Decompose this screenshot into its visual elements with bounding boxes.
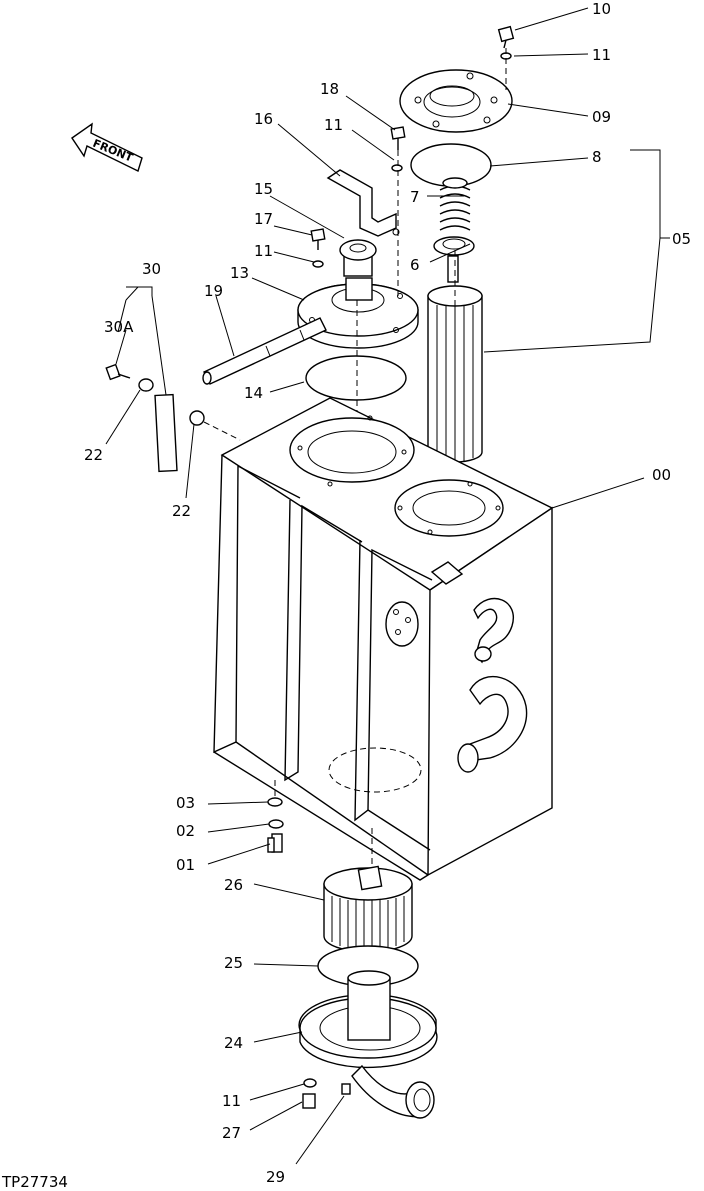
callout-09: 09 [592,108,611,126]
front-arrow: FRONT [71,122,143,172]
tank-00 [213,397,554,881]
washer-22-left [138,378,154,392]
callout-19: 19 [204,282,223,300]
callout-22: 22 [84,446,103,464]
washer-02 [268,819,284,829]
callout-01: 01 [176,856,195,874]
cap-15 [339,239,377,301]
callout-11: 11 [324,116,343,134]
bracket-16 [326,169,400,237]
bolt-10 [497,25,515,49]
cover-13 [297,283,419,349]
washer-03 [267,797,283,807]
callout-05: 05 [672,230,691,248]
axis-line [203,421,241,441]
callout-24: 24 [224,1034,243,1052]
spring-7 [439,177,471,231]
strainer-26 [323,865,413,953]
callout-03: 03 [176,794,195,812]
figure-id: TP27734 [1,1173,68,1191]
callout-22: 22 [172,502,191,520]
callout-30a: 30A [104,318,134,336]
callout-14: 14 [244,384,263,402]
callout-00: 00 [652,466,671,484]
gasket-14 [305,355,407,401]
callout-13: 13 [230,264,249,282]
callout-25: 25 [224,954,243,972]
callout-8: 8 [592,148,602,166]
bolt-17 [310,228,326,250]
callout-18: 18 [320,80,339,98]
washer-22-right [189,410,205,426]
bolt-30a [105,363,131,381]
callout-29: 29 [266,1168,285,1186]
callout-15: 15 [254,180,273,198]
plug-29 [341,1083,351,1095]
callout-7: 7 [410,188,420,206]
seal-6 [433,236,475,283]
bolt-01 [267,833,283,853]
washer-11-bottom [303,1078,317,1088]
callout-6: 6 [410,256,420,274]
callout-26: 26 [224,876,243,894]
callout-10: 10 [592,0,611,18]
callout-17: 17 [254,210,273,228]
bolt-27 [302,1093,316,1109]
callout-30: 30 [142,260,161,278]
callout-27: 27 [222,1124,241,1142]
top-cover-09 [399,69,513,133]
callout-16: 16 [254,110,273,128]
callout-11: 11 [222,1092,241,1110]
pipe-19 [202,317,327,385]
callout-11: 11 [254,242,273,260]
callout-02: 02 [176,822,195,840]
housing-24 [298,970,438,1119]
stud-30 [154,393,178,473]
callout-labels: 10 11 09 8 7 05 6 18 11 16 15 17 11 13 1… [84,0,691,1186]
callout-11: 11 [592,46,611,64]
washer-11-cap [312,260,324,268]
leader-lines [105,7,670,1165]
front-arrow-label: FRONT [91,137,135,165]
